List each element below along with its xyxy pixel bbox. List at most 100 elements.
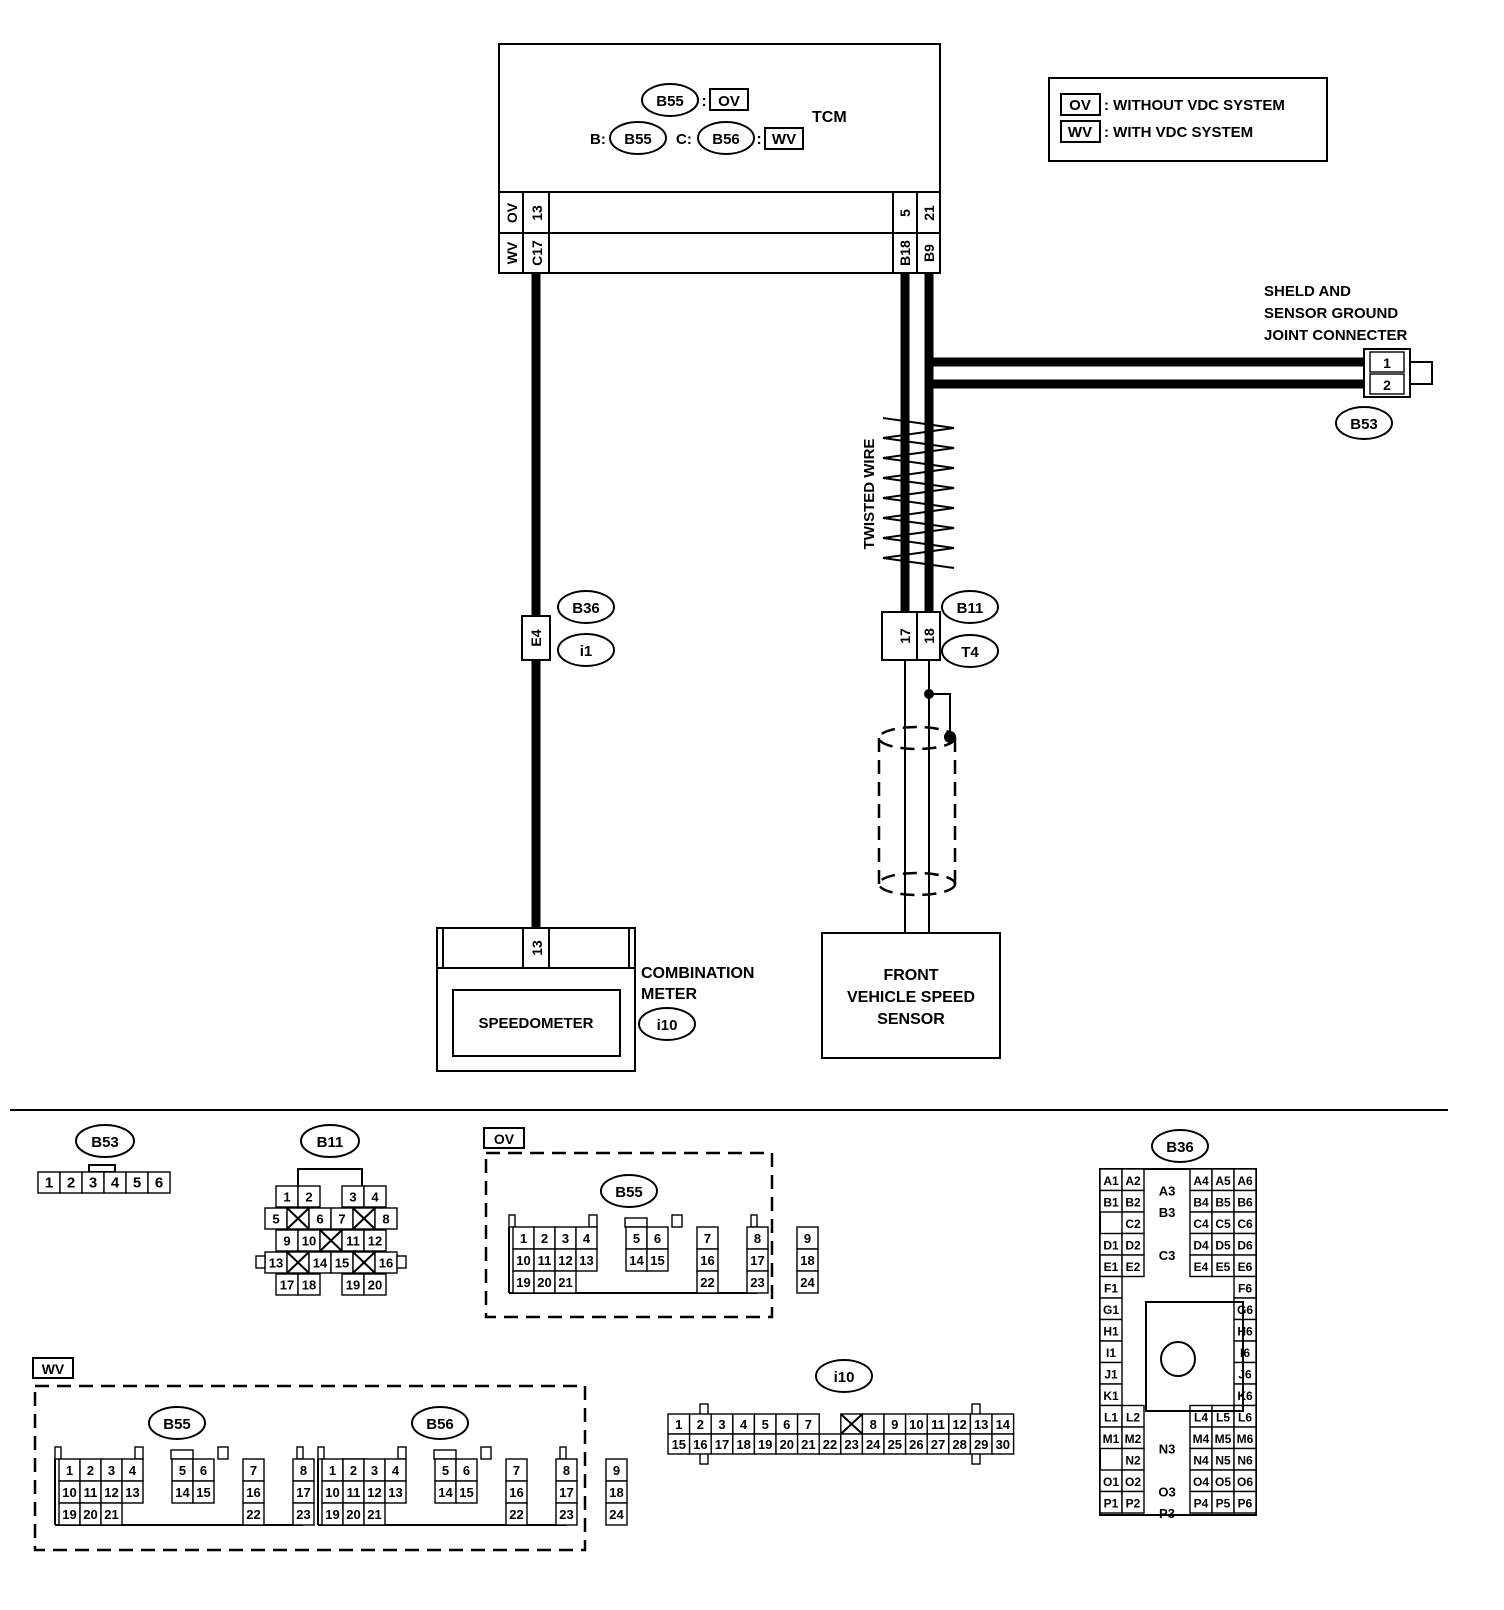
- b36-face-pin: H6: [1233, 1318, 1257, 1342]
- i10-face-pin: 1: [667, 1413, 691, 1435]
- i10-face-label: i10: [834, 1369, 855, 1386]
- svg-text:24: 24: [609, 1507, 624, 1522]
- i10-face-pin: 9: [883, 1413, 907, 1435]
- b11-t4-pin-17: 17: [897, 628, 913, 644]
- b36-face-pin: A1: [1099, 1168, 1123, 1192]
- shield-joint-line3: JOINT CONNECTER: [1264, 327, 1408, 344]
- face24-pin: 15: [455, 1480, 478, 1504]
- svg-text:19: 19: [758, 1437, 772, 1452]
- face24-pin: 4: [575, 1226, 598, 1250]
- svg-text:13: 13: [579, 1253, 593, 1268]
- face24-pin: 6: [455, 1458, 478, 1482]
- tcm-pin-5: 5: [897, 209, 913, 217]
- b11-face-pin: 20: [363, 1273, 387, 1296]
- svg-text:20: 20: [346, 1507, 360, 1522]
- b36-face-pin: O3: [1158, 1485, 1175, 1500]
- b11-face-pin: [286, 1251, 310, 1274]
- b36-face-pin: L5: [1211, 1404, 1235, 1428]
- svg-text:22: 22: [246, 1507, 260, 1522]
- b11-face-pin: 4: [363, 1185, 387, 1208]
- face24-pin: 2: [533, 1226, 556, 1250]
- face24-pin: 5: [434, 1458, 457, 1482]
- face24-pin: 12: [100, 1480, 123, 1504]
- svg-text:C5: C5: [1215, 1217, 1231, 1231]
- face24-pin: 22: [696, 1270, 719, 1294]
- svg-text:18: 18: [800, 1253, 814, 1268]
- b36-face-pin: A5: [1211, 1168, 1235, 1192]
- b36-face-pin: P5: [1211, 1490, 1235, 1514]
- shield-joint-line2: SENSOR GROUND: [1264, 305, 1398, 322]
- svg-text:L1: L1: [1104, 1410, 1118, 1424]
- svg-text:I6: I6: [1240, 1346, 1250, 1360]
- svg-text:2: 2: [87, 1463, 94, 1478]
- b11-face-pin: 6: [308, 1207, 332, 1230]
- legend-ov-text: : WITHOUT VDC SYSTEM: [1104, 97, 1285, 114]
- svg-text:K6: K6: [1237, 1389, 1253, 1403]
- i10-face-pin: 12: [948, 1413, 972, 1435]
- b11-face-pin: 2: [297, 1185, 321, 1208]
- svg-text:L2: L2: [1126, 1410, 1140, 1424]
- sensor-line2: VEHICLE SPEED: [847, 989, 975, 1006]
- face24-pin: 8: [555, 1458, 578, 1482]
- svg-text:16: 16: [700, 1253, 714, 1268]
- face24-pin: 12: [363, 1480, 386, 1504]
- face24-pin: 23: [746, 1270, 769, 1294]
- svg-text:23: 23: [296, 1507, 310, 1522]
- face24-pin: 19: [512, 1270, 535, 1294]
- svg-text:O5: O5: [1215, 1475, 1231, 1489]
- wv-b56-label: B56: [426, 1416, 454, 1433]
- b11-face-pin: 5: [264, 1207, 288, 1230]
- svg-text:27: 27: [931, 1437, 945, 1452]
- sensor-line3: SENSOR: [877, 1011, 945, 1028]
- svg-text:D2: D2: [1125, 1238, 1141, 1252]
- i10-face-pin: 8: [861, 1413, 885, 1435]
- b11-face-pin: [286, 1207, 310, 1230]
- b11-face-pin: 18: [297, 1273, 321, 1296]
- svg-text:A4: A4: [1193, 1174, 1209, 1188]
- face24-pin: 1: [512, 1226, 535, 1250]
- svg-text:14: 14: [629, 1253, 644, 1268]
- face24-pin: 13: [121, 1480, 144, 1504]
- svg-text:7: 7: [704, 1231, 711, 1246]
- svg-text:6: 6: [654, 1231, 661, 1246]
- svg-text:6: 6: [200, 1463, 207, 1478]
- tcm-line1-tag: OV: [718, 93, 740, 110]
- svg-text:19: 19: [516, 1275, 530, 1290]
- svg-text:E2: E2: [1126, 1260, 1141, 1274]
- b36-face-pin: B4: [1189, 1189, 1213, 1213]
- b11-t4-pin-18: 18: [921, 628, 937, 644]
- b36-face-label: B36: [1166, 1139, 1194, 1156]
- svg-text:3: 3: [371, 1463, 378, 1478]
- connector-b11-t4: 17 18 B11 T4: [881, 590, 999, 668]
- svg-text:24: 24: [866, 1437, 881, 1452]
- svg-text:4: 4: [111, 1175, 120, 1192]
- face24-pin: 12: [554, 1248, 577, 1272]
- b36-face-pin: M2: [1121, 1426, 1145, 1450]
- i10-face-pin: 26: [904, 1433, 928, 1455]
- connector-b36-i1: E4 B36 i1: [521, 590, 615, 667]
- b36-face-pin: L6: [1233, 1404, 1257, 1428]
- b36-face-pin: C6: [1233, 1211, 1257, 1235]
- b11-face-pin: 9: [275, 1229, 299, 1252]
- i10-face-pin: 24: [861, 1433, 885, 1455]
- svg-text:8: 8: [300, 1463, 307, 1478]
- svg-text:7: 7: [250, 1463, 257, 1478]
- svg-text:P2: P2: [1126, 1496, 1141, 1510]
- ov-b55-label: B55: [615, 1184, 643, 1201]
- svg-text:16: 16: [509, 1485, 523, 1500]
- svg-text:5: 5: [179, 1463, 186, 1478]
- speedometer-label: SPEEDOMETER: [478, 1015, 593, 1032]
- svg-text:6: 6: [783, 1417, 790, 1432]
- b36-face-pin: M4: [1189, 1426, 1213, 1450]
- b36-face-pin: O5: [1211, 1469, 1235, 1493]
- i10-face-pin: 13: [969, 1413, 993, 1435]
- b36-face-pin: F6: [1233, 1275, 1257, 1299]
- b53-face-label: B53: [91, 1134, 119, 1151]
- face24-pin: 10: [58, 1480, 81, 1504]
- b36-face-pin: N2: [1121, 1447, 1145, 1471]
- b36-face-pin: E6: [1233, 1254, 1257, 1278]
- b53-face-pin: 1: [37, 1171, 61, 1194]
- face24-pin: 6: [192, 1458, 215, 1482]
